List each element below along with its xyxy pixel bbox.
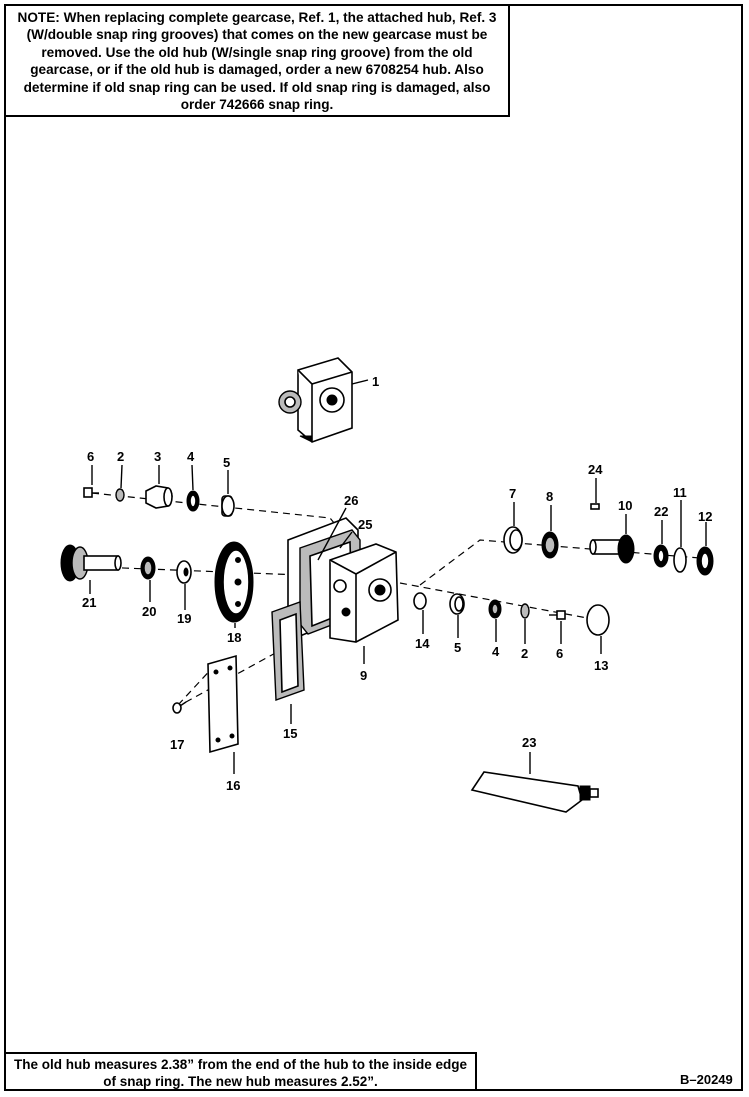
callout-4-upper: 4 [187, 449, 195, 464]
bearing-cone-8 [541, 531, 559, 559]
callout-1: 1 [372, 374, 379, 389]
bearing-5-lower [449, 593, 465, 615]
washer-2-lower [520, 603, 530, 619]
note-box: NOTE: When replacing complete gearcase, … [4, 4, 510, 117]
callout-3: 3 [154, 449, 161, 464]
gearcase-assembly [278, 357, 353, 443]
gearcase-housing-9 [329, 543, 399, 643]
cap-13 [586, 604, 610, 636]
callout-26: 26 [344, 493, 358, 508]
bearing-5-upper [221, 495, 235, 517]
seal-12 [696, 546, 714, 576]
note-text: When replacing complete gearcase, Ref. 1… [23, 10, 497, 113]
callout-20: 20 [142, 604, 156, 619]
callout-12: 12 [698, 509, 712, 524]
callout-2-lower: 2 [521, 646, 528, 661]
callout-19: 19 [177, 611, 191, 626]
seal-4-upper [186, 490, 200, 512]
callout-8: 8 [546, 489, 553, 504]
callout-numbers: 1 6 2 3 4 5 26 25 24 7 8 10 22 11 12 21 … [82, 374, 712, 793]
hub-measurement-text: The old hub measures 2.38” from the end … [13, 1057, 468, 1089]
callout-23: 23 [522, 735, 536, 750]
key-24 [590, 503, 600, 510]
washer-2-upper [115, 488, 125, 502]
bearing-cup-7 [503, 526, 523, 554]
figure-number: B–20249 [680, 1072, 733, 1087]
callout-16: 16 [226, 778, 240, 793]
callout-10: 10 [618, 498, 632, 513]
callout-13: 13 [594, 658, 608, 673]
callout-leaders [89, 379, 707, 774]
hub-3 [145, 485, 173, 509]
sealant-tube-23 [470, 771, 599, 813]
seal-4-lower [488, 599, 502, 619]
note-label: NOTE: [17, 10, 60, 25]
screw-6-upper [83, 487, 99, 498]
callout-22: 22 [654, 504, 668, 519]
bearing-20 [140, 556, 156, 580]
callout-14: 14 [415, 636, 430, 651]
callout-6-lower: 6 [556, 646, 563, 661]
callout-7: 7 [509, 486, 516, 501]
callout-2-upper: 2 [117, 449, 124, 464]
callout-25: 25 [358, 517, 372, 532]
seal-22 [653, 544, 669, 568]
bearing-14 [413, 592, 427, 610]
snap-ring-11 [673, 547, 687, 573]
spacer-19 [176, 560, 192, 584]
callout-9: 9 [360, 668, 367, 683]
hub-measurement-note: The old hub measures 2.38” from the end … [4, 1052, 477, 1091]
screw-6-lower [549, 610, 566, 620]
callout-18: 18 [227, 630, 241, 645]
cover-gasket-15 [271, 601, 305, 701]
callout-4-lower: 4 [492, 644, 500, 659]
screw-17 [172, 701, 187, 714]
callout-11: 11 [673, 485, 687, 500]
callout-21: 21 [82, 595, 96, 610]
callout-17: 17 [170, 737, 184, 752]
callout-6-upper: 6 [87, 449, 94, 464]
gear-18 [214, 541, 254, 623]
output-shaft-10 [589, 534, 635, 564]
callout-24: 24 [588, 462, 603, 477]
shaft-gear-21 [60, 544, 122, 582]
callout-5-upper: 5 [223, 455, 230, 470]
callout-15: 15 [283, 726, 297, 741]
cover-plate-16 [207, 654, 239, 754]
callout-5-lower: 5 [454, 640, 461, 655]
